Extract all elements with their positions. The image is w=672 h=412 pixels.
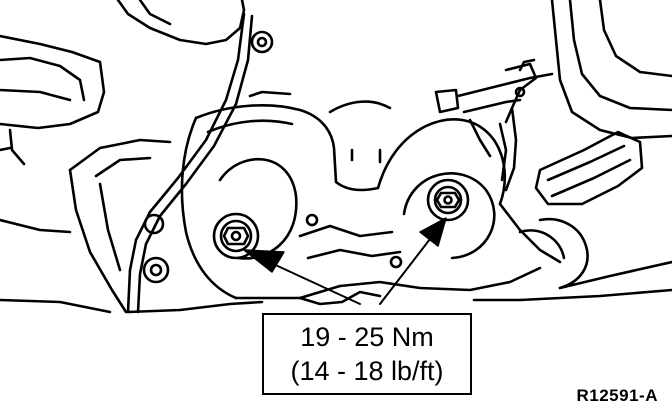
torque-callout-box: 19 - 25 Nm (14 - 18 lb/ft)	[262, 313, 472, 395]
mount-bracket	[180, 90, 562, 300]
arrow-head-right	[419, 217, 447, 247]
leader-arrows	[243, 217, 447, 305]
left-panel	[0, 138, 172, 314]
base-lines	[126, 290, 522, 314]
torque-spec-metric: 19 - 25 Nm	[300, 322, 434, 352]
right-bolt	[426, 178, 470, 222]
figure-id-label: R12591-A	[576, 386, 658, 405]
arrow-head-left	[243, 249, 285, 273]
left-housing	[0, 34, 106, 166]
upper-right-bracket	[434, 58, 554, 192]
upper-frame	[116, 0, 274, 314]
torque-spec-imperial: (14 - 18 lb/ft)	[290, 356, 444, 386]
right-structure	[518, 0, 672, 302]
left-bolt	[212, 212, 260, 260]
